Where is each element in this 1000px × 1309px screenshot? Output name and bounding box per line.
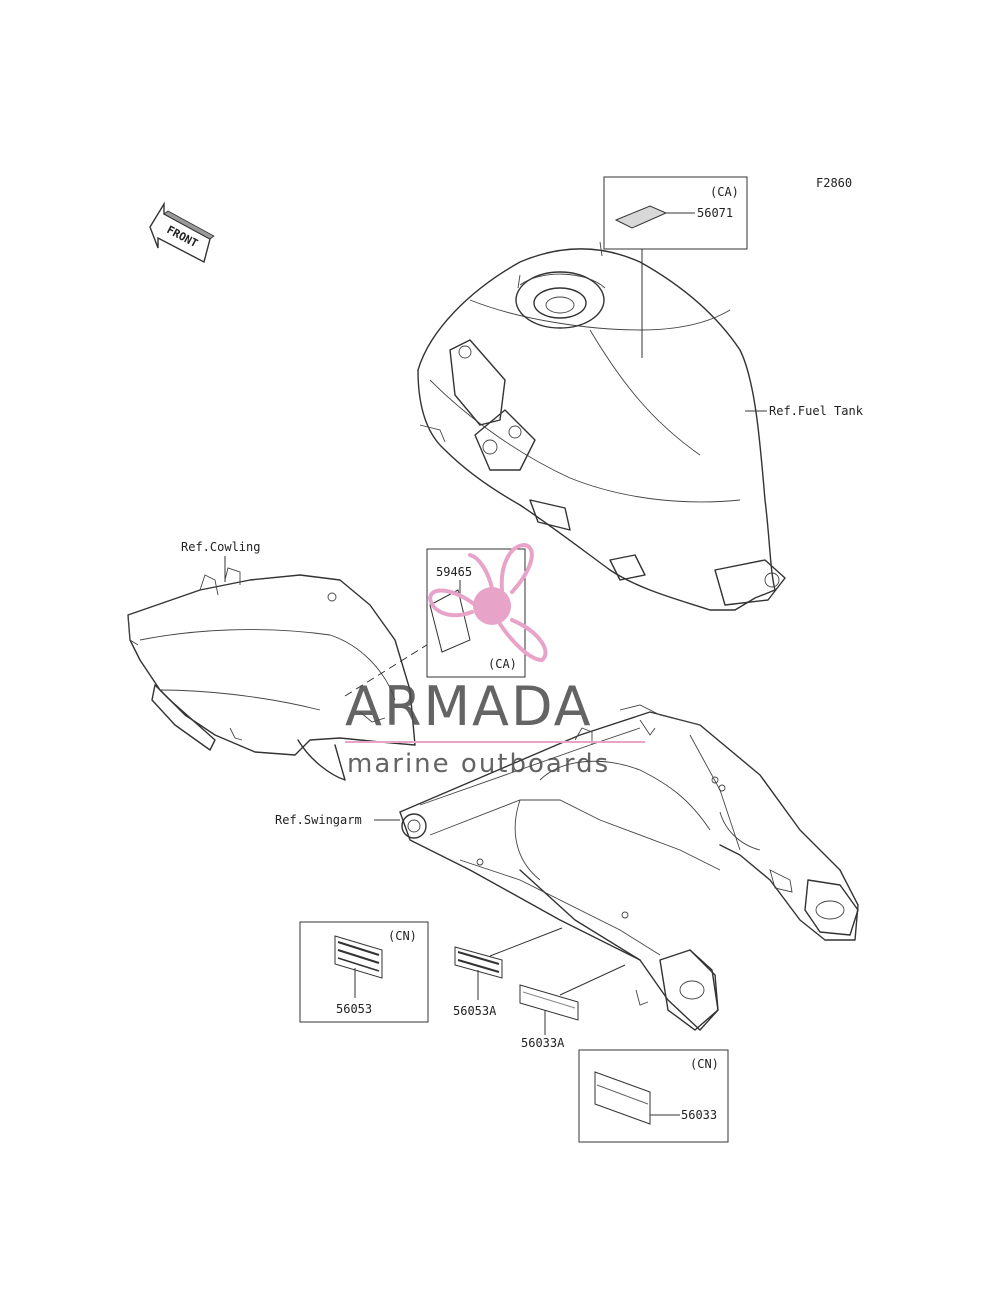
part-56071-number: 56071 <box>697 206 733 220</box>
cowling-to-59465-pointer <box>344 642 431 697</box>
armada-watermark: ARMADA marine outboards <box>345 542 645 779</box>
label-decal-59465-icon <box>429 589 471 653</box>
ref-fuel-tank-label: Ref.Fuel Tank <box>769 404 864 418</box>
part-56033A-number: 56033A <box>521 1036 565 1050</box>
fuel-tank <box>417 241 786 611</box>
watermark-brand: ARMADA <box>345 675 593 738</box>
cowling-panel <box>127 567 416 781</box>
part-box-56071 <box>603 176 748 250</box>
watermark-tagline: marine outboards <box>347 749 610 779</box>
part-56053A-pointer <box>489 927 563 957</box>
part-56053-region: (CN) <box>388 929 417 943</box>
label-decal-56053A-icon <box>454 946 503 979</box>
label-decal-56053-icon <box>334 935 383 979</box>
label-decal-56033A-icon <box>519 984 579 1021</box>
figure-id: F2860 <box>816 176 852 190</box>
part-56033A-pointer <box>559 964 626 996</box>
part-56053-number: 56053 <box>336 1002 372 1016</box>
part-56071-region: (CA) <box>710 185 739 199</box>
ref-cowling-label: Ref.Cowling <box>181 540 260 554</box>
propeller-logo-icon <box>427 542 548 663</box>
part-56033-number: 56033 <box>681 1108 717 1122</box>
part-56033-region: (CN) <box>690 1057 719 1071</box>
ref-swingarm-label: Ref.Swingarm <box>275 813 362 827</box>
part-56053A-number: 56053A <box>453 1004 497 1018</box>
part-59465-region: (CA) <box>488 657 517 671</box>
part-59465-number: 59465 <box>436 565 472 579</box>
front-arrow-icon: FRONT <box>149 201 215 264</box>
label-decal-56033-icon <box>594 1071 651 1125</box>
swingarm <box>399 704 859 1031</box>
